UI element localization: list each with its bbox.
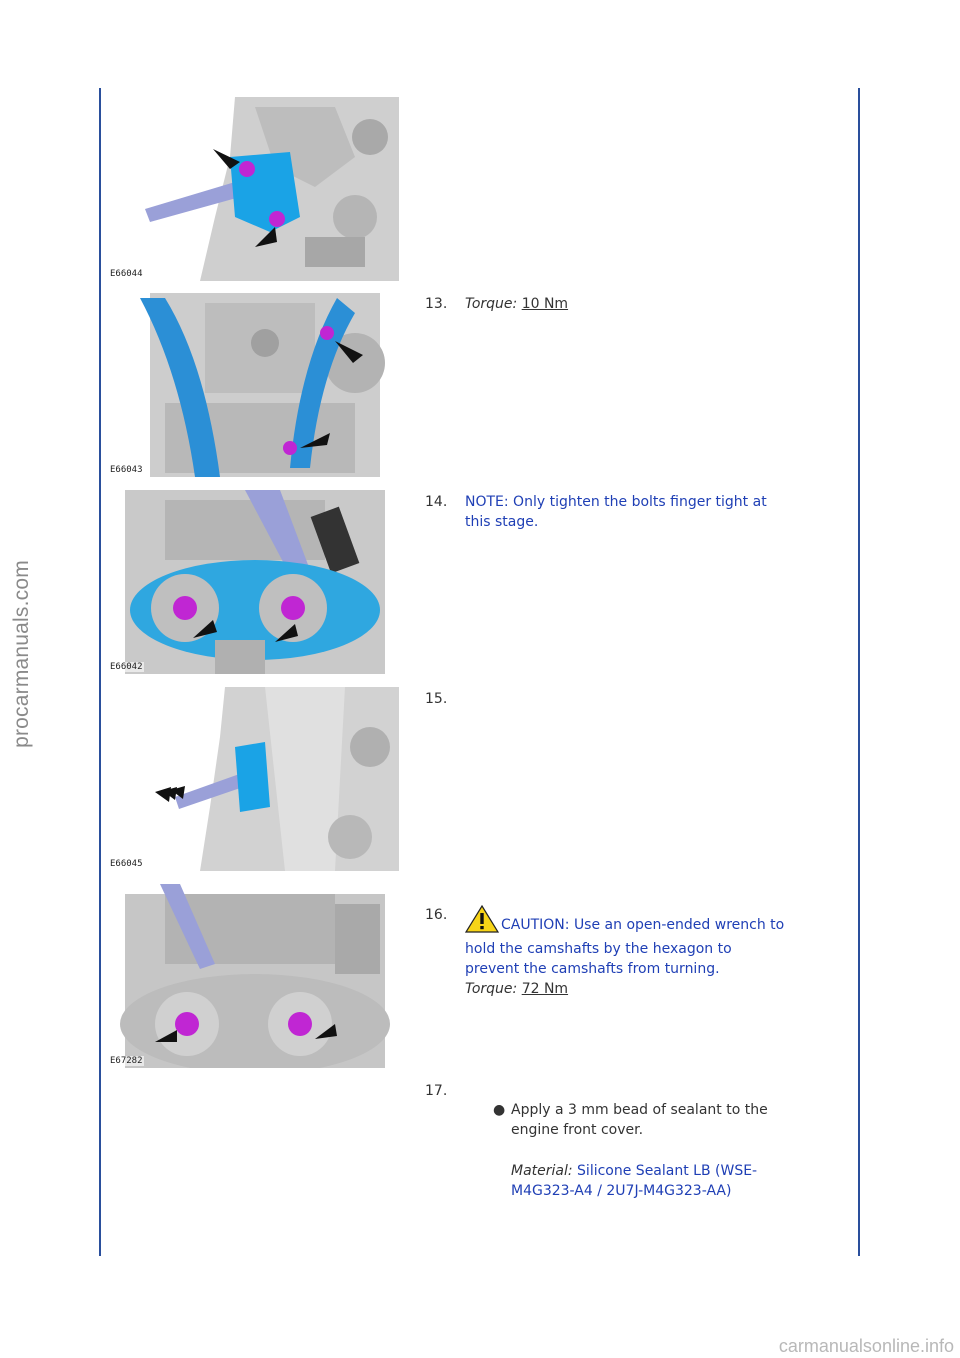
figure-E66043[interactable]: E66043 (105, 293, 399, 477)
figure-E66042[interactable]: E66042 (105, 490, 399, 674)
material-text: Silicone Sealant LB (WSE- (577, 1163, 758, 1179)
step-17-bullet: ● Apply a 3 mm bead of sealant to the en… (493, 1100, 823, 1140)
right-rule (858, 88, 860, 1256)
figure-E66044[interactable]: E66044 (105, 97, 399, 281)
torque-label: Torque: (465, 296, 518, 312)
figure-E66045[interactable]: E66045 (105, 687, 399, 871)
step-14-note: NOTE: Only tighten the bolts finger tigh… (465, 492, 835, 532)
bullet-line: engine front cover. (511, 1122, 644, 1138)
step-17-material: Material: Silicone Sealant LB (WSE- M4G3… (511, 1161, 831, 1201)
step-number: 14. (425, 494, 448, 510)
figure-code: E66044 (109, 269, 144, 279)
torque-label: Torque: (465, 981, 518, 997)
torque-value[interactable]: 72 Nm (521, 981, 569, 997)
caution-text: hold the camshafts by the hexagon to (465, 941, 732, 957)
figure-code: E66043 (109, 465, 144, 475)
bullet-line: Apply a 3 mm bead of sealant to the (511, 1102, 768, 1118)
figure-code: E67282 (109, 1056, 144, 1066)
step-number: 16. (425, 907, 448, 923)
figure-code: E66042 (109, 662, 144, 672)
material-label: Material: (511, 1163, 573, 1179)
footer-watermark: carmanualsonline.info (778, 1336, 954, 1356)
material-text: M4G323-A4 / 2U7J-M4G323-AA) (511, 1183, 732, 1199)
torque-value[interactable]: 10 Nm (521, 296, 569, 312)
step-number: 13. (425, 296, 448, 312)
figure-E67282[interactable]: E67282 (105, 884, 399, 1068)
caution-text: CAUTION: Use an open-ended wrench to (501, 917, 785, 933)
bullet-dot: ● (493, 1102, 506, 1118)
step-16-body: CAUTION: Use an open-ended wrench to hol… (464, 904, 835, 999)
warning-triangle-icon (464, 904, 500, 939)
left-rule (99, 88, 101, 1256)
step-13-body: Torque: 10 Nm (465, 294, 835, 314)
step-number: 15. (425, 691, 448, 707)
caution-text: prevent the camshafts from turning. (465, 961, 720, 977)
note-line: NOTE: Only tighten the bolts finger tigh… (465, 494, 767, 510)
sidebar-watermark: procarmanuals.com (10, 560, 33, 748)
note-line: this stage. (465, 514, 539, 530)
figure-code: E66045 (109, 859, 144, 869)
step-number: 17. (425, 1083, 448, 1099)
